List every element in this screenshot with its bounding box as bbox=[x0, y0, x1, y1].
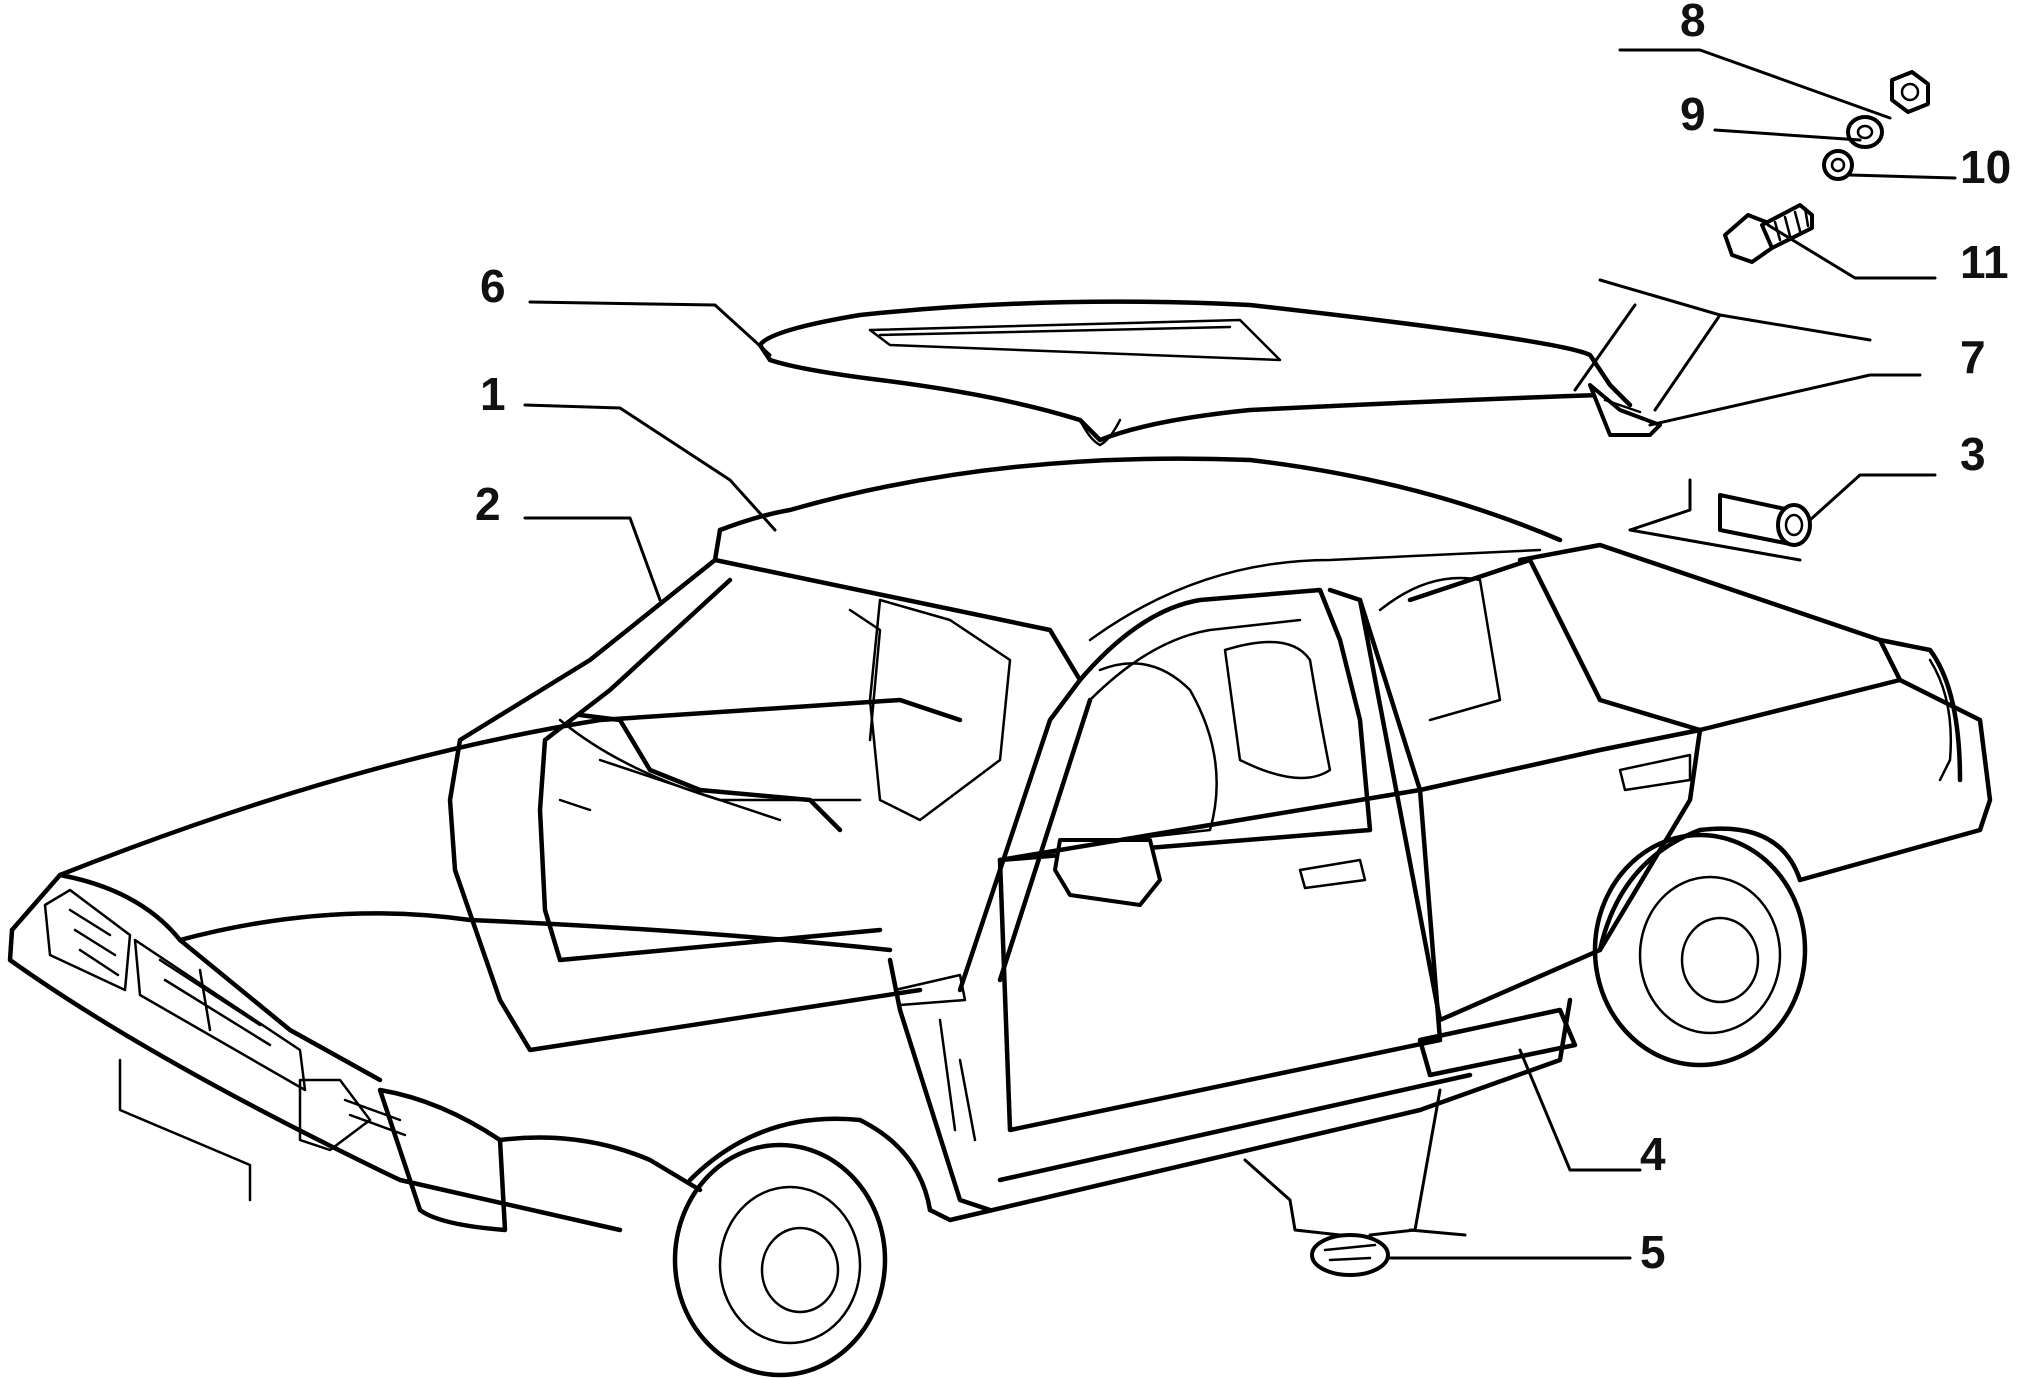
callout-3: 3 bbox=[1960, 428, 1986, 480]
callout-4: 4 bbox=[1640, 1128, 1666, 1180]
callout-8: 8 bbox=[1680, 0, 1706, 46]
rear-wheel bbox=[1592, 832, 1808, 1068]
leader-8 bbox=[1618, 48, 1892, 120]
hardware-parts bbox=[1310, 70, 1930, 1277]
spring-washer-part bbox=[1822, 149, 1854, 181]
callout-11: 11 bbox=[1960, 236, 2009, 288]
sill-grommet-part bbox=[1310, 1233, 1390, 1277]
sunroof-roof-panel bbox=[757, 299, 1633, 447]
callout-labels: 8 9 10 11 6 7 1 3 2 4 5 bbox=[475, 0, 2011, 1278]
side-mirror bbox=[1053, 838, 1162, 907]
leader-6 bbox=[528, 300, 772, 357]
sunroof-opening bbox=[868, 318, 1282, 362]
leader-7 bbox=[1648, 373, 1922, 427]
bolt-part bbox=[1723, 203, 1814, 264]
leader-3-guide bbox=[1628, 478, 1692, 532]
leader-4 bbox=[1518, 1048, 1642, 1172]
leader-7-arrows bbox=[1573, 303, 1722, 412]
leader-2 bbox=[523, 516, 662, 602]
front-seat bbox=[1223, 640, 1332, 780]
plug-cap-part bbox=[1718, 493, 1812, 547]
callout-5: 5 bbox=[1640, 1226, 1666, 1278]
leader-9 bbox=[1713, 128, 1862, 142]
leader-lines bbox=[523, 48, 1957, 1260]
leader-1 bbox=[523, 403, 777, 532]
leader-3 bbox=[1808, 473, 1937, 522]
callout-1: 1 bbox=[480, 368, 506, 420]
car-body-outline bbox=[7, 456, 1993, 1378]
leader-10 bbox=[1848, 173, 1957, 180]
front-wheel bbox=[672, 1142, 888, 1378]
leader-5-left bbox=[1243, 1158, 1342, 1237]
callout-7: 7 bbox=[1960, 331, 1986, 383]
sill-trim-part bbox=[1417, 1007, 1578, 1078]
nut-part bbox=[1890, 70, 1930, 114]
leader-3-line bbox=[1628, 528, 1802, 562]
washer-part bbox=[1846, 115, 1884, 149]
leader-7-guide bbox=[1598, 278, 1872, 342]
callout-9: 9 bbox=[1680, 88, 1706, 140]
callout-6: 6 bbox=[480, 260, 506, 312]
roof-bracket-part bbox=[1588, 383, 1662, 437]
leader-5-tail bbox=[1408, 1228, 1467, 1237]
callout-2: 2 bbox=[475, 478, 501, 530]
callout-10: 10 bbox=[1960, 141, 2011, 193]
leader-11 bbox=[1766, 223, 1937, 280]
